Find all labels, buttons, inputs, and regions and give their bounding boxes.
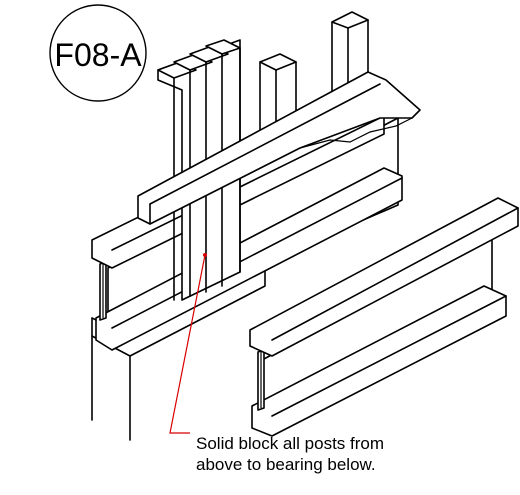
detail-tag-bubble — [49, 4, 147, 102]
detail-tag-label: F08-A — [54, 37, 142, 73]
note-line-1: Solid block all posts from — [196, 434, 384, 453]
upper-floor-beam — [137, 71, 421, 225]
note-leader — [169, 253, 207, 434]
note-line-2: above to bearing below. — [196, 455, 376, 474]
right-steel-beam — [249, 197, 519, 437]
